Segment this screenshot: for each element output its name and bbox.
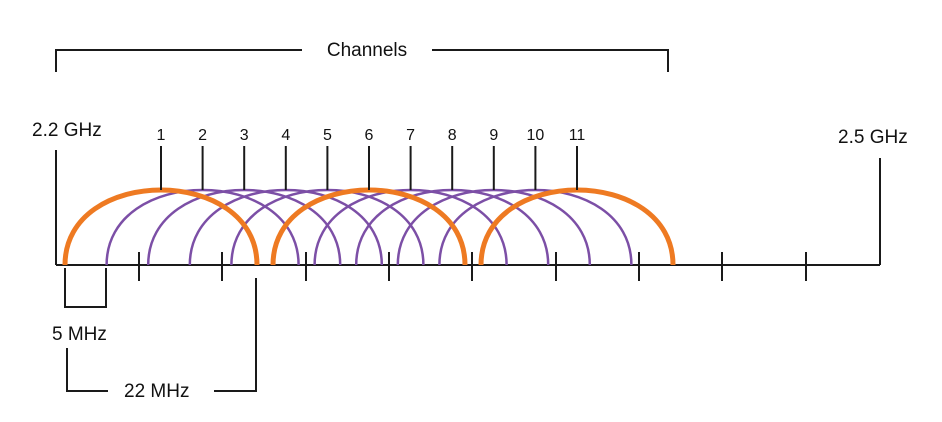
channel-number-4: 4	[281, 127, 290, 144]
spacing-label: 5 MHz	[52, 324, 107, 345]
channel-arcs	[62, 187, 676, 266]
channel-arc-10	[438, 188, 633, 266]
channel-arc-1	[62, 187, 260, 266]
width-bracket-right	[214, 278, 257, 392]
channel-number-6: 6	[365, 127, 374, 144]
channel-number-1: 1	[157, 127, 166, 144]
freq-start-label: 2.2 GHz	[32, 120, 102, 141]
axis-ticks	[138, 252, 807, 281]
channel-markers: 1 2 3 4 5 6 7 8 9 10 11	[157, 127, 586, 190]
channel-number-7: 7	[406, 127, 415, 144]
channel-number-5: 5	[323, 127, 332, 144]
width-bracket: 22 MHz	[66, 278, 257, 402]
channel-arc-2	[105, 188, 300, 266]
channels-bracket-right	[432, 49, 669, 72]
channel-number-8: 8	[448, 127, 457, 144]
channels-label: Channels	[327, 40, 407, 61]
channel-arc-6	[270, 187, 468, 266]
channel-number-3: 3	[240, 127, 249, 144]
freq-end-label: 2.5 GHz	[838, 127, 908, 148]
frequency-axis	[55, 150, 881, 281]
channels-bracket: Channels	[55, 40, 669, 72]
channel-number-2: 2	[198, 127, 207, 144]
spacing-bracket-line	[64, 268, 107, 308]
channel-arc-11	[478, 187, 676, 266]
channel-arc-5	[230, 188, 425, 266]
spacing-bracket: 5 MHz	[52, 268, 107, 345]
channel-arc-7	[313, 188, 508, 266]
channel-number-9: 9	[489, 127, 498, 144]
width-label: 22 MHz	[124, 381, 189, 402]
width-bracket-left	[66, 348, 108, 392]
channel-number-11: 11	[569, 127, 586, 144]
channel-number-10: 10	[527, 127, 545, 144]
channels-bracket-left	[55, 49, 302, 72]
